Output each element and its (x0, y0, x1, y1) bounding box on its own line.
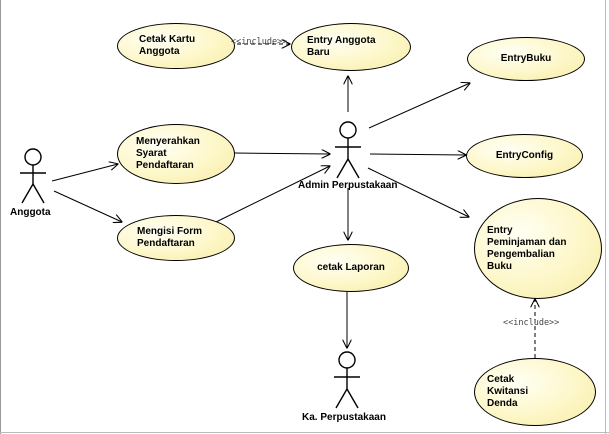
actor-admin-figure (335, 121, 361, 179)
assoc-menyerahkan-admin (233, 153, 330, 154)
include-stereotype-top: <<include>> (231, 37, 288, 47)
use-case-cetak-kartu-anggota: Cetak Kartu Anggota (117, 23, 235, 69)
assoc-anggota-menyerahkan (51, 164, 118, 182)
actor-label-admin: Admin Perpustakaan (298, 180, 398, 191)
assoc-admin-entrybuku (368, 83, 470, 129)
actor-kepala-figure (334, 351, 360, 409)
include-stereotype-bottom: <<include>> (503, 318, 560, 328)
use-case-mengisi-form-pendaftaran: Mengisi Form Pendaftaran (117, 215, 235, 261)
use-case-entry-config: EntryConfig (466, 134, 583, 178)
use-case-entry-buku: EntryBuku (467, 37, 585, 81)
actor-anggota-figure (20, 148, 46, 204)
use-case-entry-peminjaman-pengembalian: Entry Peminjaman dan Pengembalian Buku (474, 198, 602, 299)
assoc-admin-entrypeminjaman (367, 167, 469, 217)
actor-label-anggota: Anggota (10, 207, 51, 218)
use-case-cetak-laporan: cetak Laporan (293, 244, 409, 292)
assoc-anggota-mengisi (53, 190, 122, 222)
assoc-admin-entryconfig (369, 154, 466, 155)
use-case-menyerahkan-syarat-pendaftaran: Menyerahkan Syarat Pendaftaran (117, 124, 235, 184)
assoc-mengisi-admin (215, 166, 330, 223)
use-case-entry-anggota-baru: Entry Anggota Baru (291, 23, 411, 71)
use-case-cetak-kwitansi-denda: Cetak Kwitansi Denda (474, 358, 596, 426)
actor-label-kepala: Ka. Perpustakaan (302, 412, 386, 423)
